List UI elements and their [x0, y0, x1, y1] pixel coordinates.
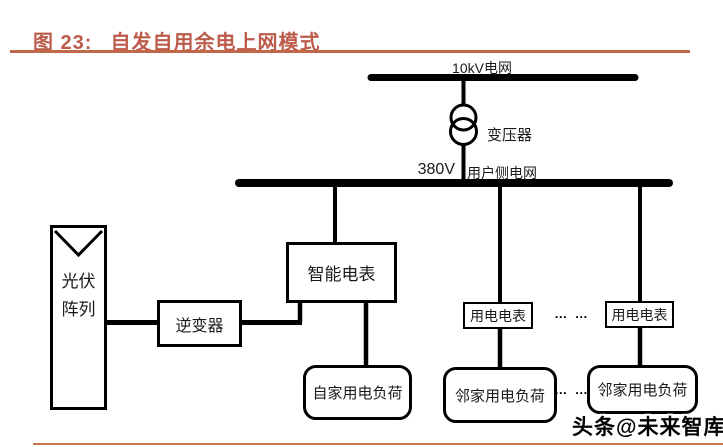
inverter-node: 逆变器: [157, 300, 242, 347]
neighbor-load-2-label: 邻家用电负荷: [597, 382, 688, 399]
user-side-grid-label: 用户侧电网: [467, 165, 537, 181]
pv-array-icon: [53, 229, 104, 257]
pv-array-label: 光伏 阵列: [61, 272, 96, 319]
bottom-rule: [33, 443, 723, 445]
home-load-label: 自家用电负荷: [312, 385, 403, 402]
home-load-node: 自家用电负荷: [303, 365, 412, 420]
inverter-label: 逆变器: [175, 317, 224, 335]
meter-2-label: 用电电表: [611, 306, 668, 323]
figure-title-text: 自发自用余电上网模式: [110, 32, 321, 54]
meters-ellipsis: … …: [554, 306, 590, 321]
loads-ellipsis: … …: [554, 382, 590, 397]
meter-1-label: 用电电表: [470, 307, 526, 324]
figure-number-label: 图 23:: [33, 32, 93, 54]
transformer-label: 变压器: [487, 127, 533, 144]
neighbor-load-node-1: 邻家用电负荷: [443, 367, 557, 423]
title-underline: [10, 50, 690, 53]
meter-node-1: 用电电表: [463, 302, 533, 329]
neighbor-load-node-2: 邻家用电负荷: [587, 365, 698, 414]
grid-10kv-label: 10kV电网: [452, 60, 512, 76]
meter-node-2: 用电电表: [605, 301, 674, 328]
smart-meter-node: 智能电表: [286, 242, 397, 303]
voltage-380v-label: 380V: [417, 161, 455, 178]
pv-array-node: 光伏 阵列: [50, 225, 107, 410]
neighbor-load-1-label: 邻家用电负荷: [454, 387, 545, 405]
figure-caption: 图 23: 自发自用余电上网模式: [33, 26, 320, 55]
smart-meter-label: 智能电表: [307, 265, 376, 284]
watermark: 头条@未来智库: [572, 416, 723, 439]
transformer-icon: [449, 103, 478, 146]
